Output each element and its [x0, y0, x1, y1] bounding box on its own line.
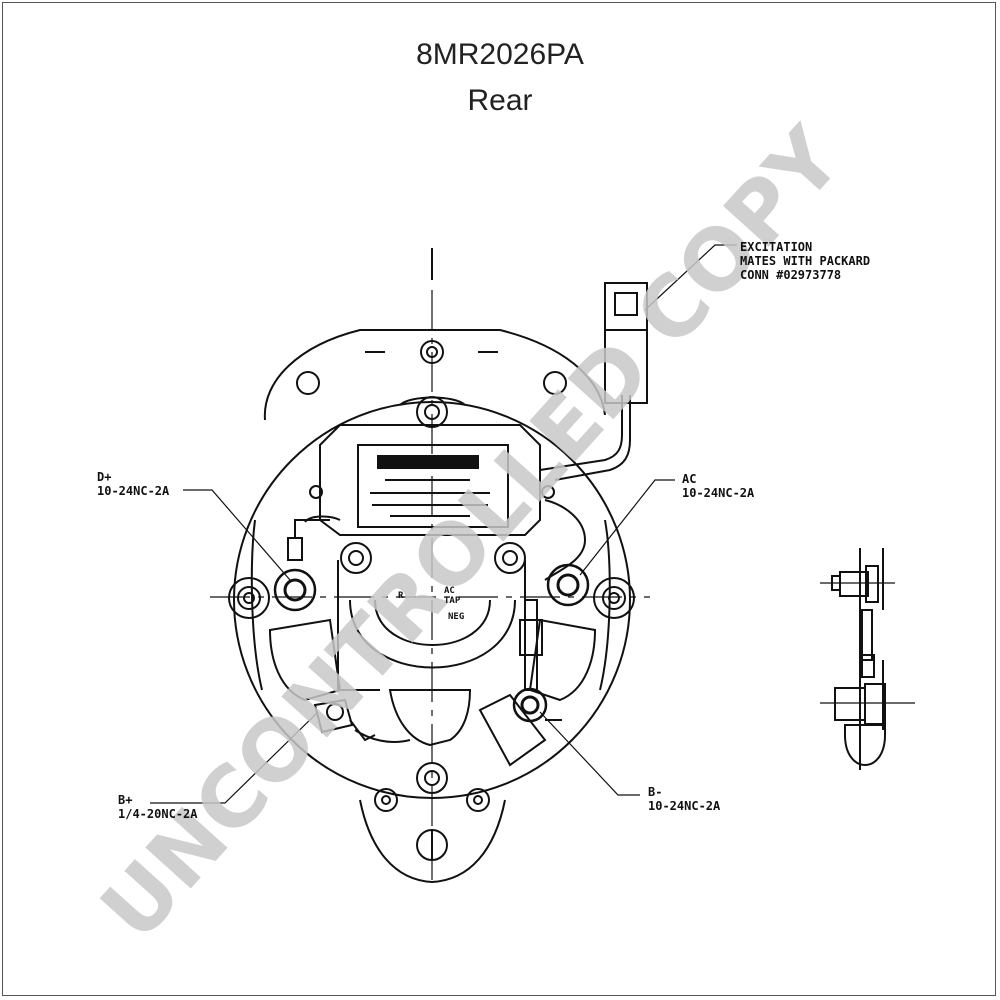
- excitation-label-line-1: EXCITATION: [740, 240, 812, 254]
- main-housing: [233, 401, 631, 799]
- right-boss: [593, 577, 635, 619]
- d-plus-terminal: [273, 568, 317, 612]
- b-plus-thread-label: 1/4-20NC-2A: [118, 807, 198, 821]
- side-view-terminal-cap: [844, 724, 886, 766]
- lower-bolt-center: [416, 762, 448, 794]
- excitation-label-line-3: CONN #02973778: [740, 268, 841, 282]
- ear-hole-right: [543, 371, 567, 395]
- top-mounting-ear: [263, 329, 606, 421]
- ac-tap-mark-line-2: TAP: [444, 596, 461, 606]
- b-minus-label: B-: [648, 785, 662, 799]
- ac-tap-mark-line-1: AC: [444, 586, 455, 596]
- excitation-label-line-2: MATES WITH PACKARD: [740, 254, 870, 268]
- bottom-mounting-ear: [359, 799, 506, 884]
- page-subtitle: Rear: [467, 84, 533, 117]
- r-terminal-mark: R: [398, 591, 404, 601]
- d-plus-label: D+: [97, 470, 111, 484]
- neg-terminal-mark: NEG: [448, 612, 464, 622]
- left-boss: [228, 577, 270, 619]
- ac-thread-label: 10-24NC-2A: [682, 486, 755, 500]
- excitation-connector: [604, 282, 648, 404]
- lower-bolt-right: [466, 788, 490, 812]
- ac-leader: [579, 479, 675, 576]
- ac-terminal: [546, 563, 590, 607]
- side-view-upper-nut: [839, 571, 869, 597]
- regulator-label-plate: [357, 444, 509, 528]
- b-plus-terminal: [313, 698, 354, 734]
- wiring-harness: [304, 499, 587, 581]
- page-title: 8MR2026PA: [416, 38, 584, 71]
- cooling-slot-right: [528, 618, 597, 702]
- top-mount-hole: [420, 340, 444, 364]
- cooling-slot-left: [268, 618, 342, 702]
- excitation-leader: [644, 244, 737, 311]
- ear-hole-left: [296, 371, 320, 395]
- b-minus-leader: [539, 711, 640, 796]
- d-plus-leader: [183, 489, 291, 581]
- screw-left: [340, 542, 372, 574]
- d-plus-thread-label: 10-24NC-2A: [97, 484, 170, 498]
- lower-bolt-left: [374, 788, 398, 812]
- watermark: UNCONTROLLED COPY: [82, 109, 861, 959]
- b-plus-leader: [150, 711, 319, 804]
- b-plus-label: B+: [118, 793, 132, 807]
- b-minus-thread-label: 10-24NC-2A: [648, 799, 721, 813]
- regulator-housing: [319, 424, 541, 536]
- screw-right: [494, 542, 526, 574]
- ac-label: AC: [682, 472, 696, 486]
- rectifier-arc: [349, 599, 516, 669]
